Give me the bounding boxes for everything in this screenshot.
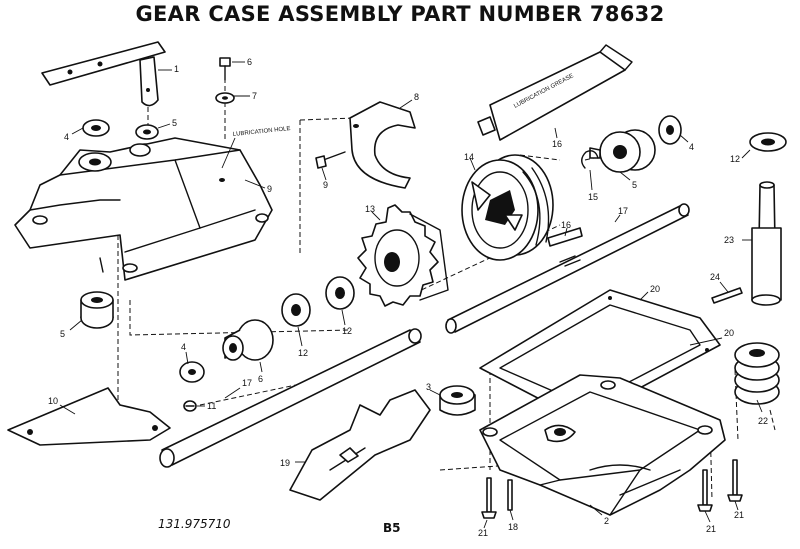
bracket-plate [7, 387, 171, 446]
middle-bushing [222, 319, 274, 361]
callout-3: 3 [426, 382, 431, 392]
callout-20-right: 20 [724, 328, 734, 338]
bevel-gear-right [589, 115, 682, 173]
callout-9-case: 9 [267, 184, 272, 194]
upper-gear-case [14, 137, 273, 281]
leader-lines [59, 61, 763, 529]
callout-16-key: 16 [561, 220, 571, 230]
callout-23: 23 [724, 235, 734, 245]
callout-9-pin: 9 [323, 180, 328, 190]
callout-17-lower: 17 [242, 378, 252, 388]
callout-4-right: 4 [689, 142, 694, 152]
screw-11 [183, 400, 197, 412]
top-screw [215, 57, 235, 104]
bushing-3 [439, 385, 476, 416]
callout-12-c: 12 [730, 154, 740, 164]
callout-5-top: 5 [172, 118, 177, 128]
callout-19: 19 [280, 458, 290, 468]
footer-code: 131.975710 [158, 517, 231, 531]
footer-code-2: B5 [383, 521, 401, 535]
lubrication-hole-label: LUBRICATION HOLE [233, 126, 291, 138]
pulley [734, 342, 780, 405]
callout-7: 7 [252, 91, 257, 101]
callout-5-bushing: 5 [60, 329, 65, 339]
callout-22: 22 [758, 416, 768, 426]
callout-17-upper: 17 [618, 206, 628, 216]
shifter-fork [315, 101, 416, 189]
case-bolts [481, 459, 743, 519]
callout-21-a: 21 [478, 528, 488, 538]
assembly-guide-lines [117, 70, 776, 501]
lower-shaft [159, 328, 422, 468]
callout-6-top: 6 [247, 57, 252, 67]
callout-4-washer: 4 [181, 342, 186, 352]
callout-12-b: 12 [298, 348, 308, 358]
left-bushing [80, 291, 114, 329]
washers-12 [281, 276, 355, 327]
spur-gear [357, 204, 449, 307]
callout-8: 8 [414, 92, 419, 102]
callout-4-left: 4 [64, 132, 69, 142]
callout-6-bushing: 6 [258, 374, 263, 384]
callout-5-right: 5 [632, 180, 637, 190]
diagram-title: GEAR CASE ASSEMBLY PART NUMBER 78632 [135, 2, 665, 26]
grease-tube: LUBRICATION GREASE [477, 44, 633, 141]
callout-12-a: 12 [342, 326, 352, 336]
callout-24: 24 [710, 272, 720, 282]
upper-shaft [445, 203, 690, 334]
callout-18: 18 [508, 522, 518, 532]
key [547, 227, 583, 247]
callout-21-b: 21 [706, 524, 716, 534]
bevel-gear-wheel [461, 154, 554, 261]
washer-4-left [179, 361, 205, 383]
callout-11: 11 [207, 401, 216, 411]
callout-16-tube: 16 [552, 139, 562, 149]
callout-10: 10 [48, 396, 58, 406]
callout-13: 13 [365, 204, 375, 214]
callout-14: 14 [464, 152, 474, 162]
callout-21-c: 21 [734, 510, 744, 520]
callout-1: 1 [174, 64, 179, 74]
shift-lever [41, 41, 166, 107]
callout-20-gasket: 20 [650, 284, 660, 294]
lower-gear-case [479, 374, 726, 516]
callout-2: 2 [604, 516, 609, 526]
callout-15: 15 [588, 192, 598, 202]
vertical-shaft [711, 132, 787, 306]
snap-ring [581, 150, 599, 169]
shield-plate [289, 389, 431, 501]
